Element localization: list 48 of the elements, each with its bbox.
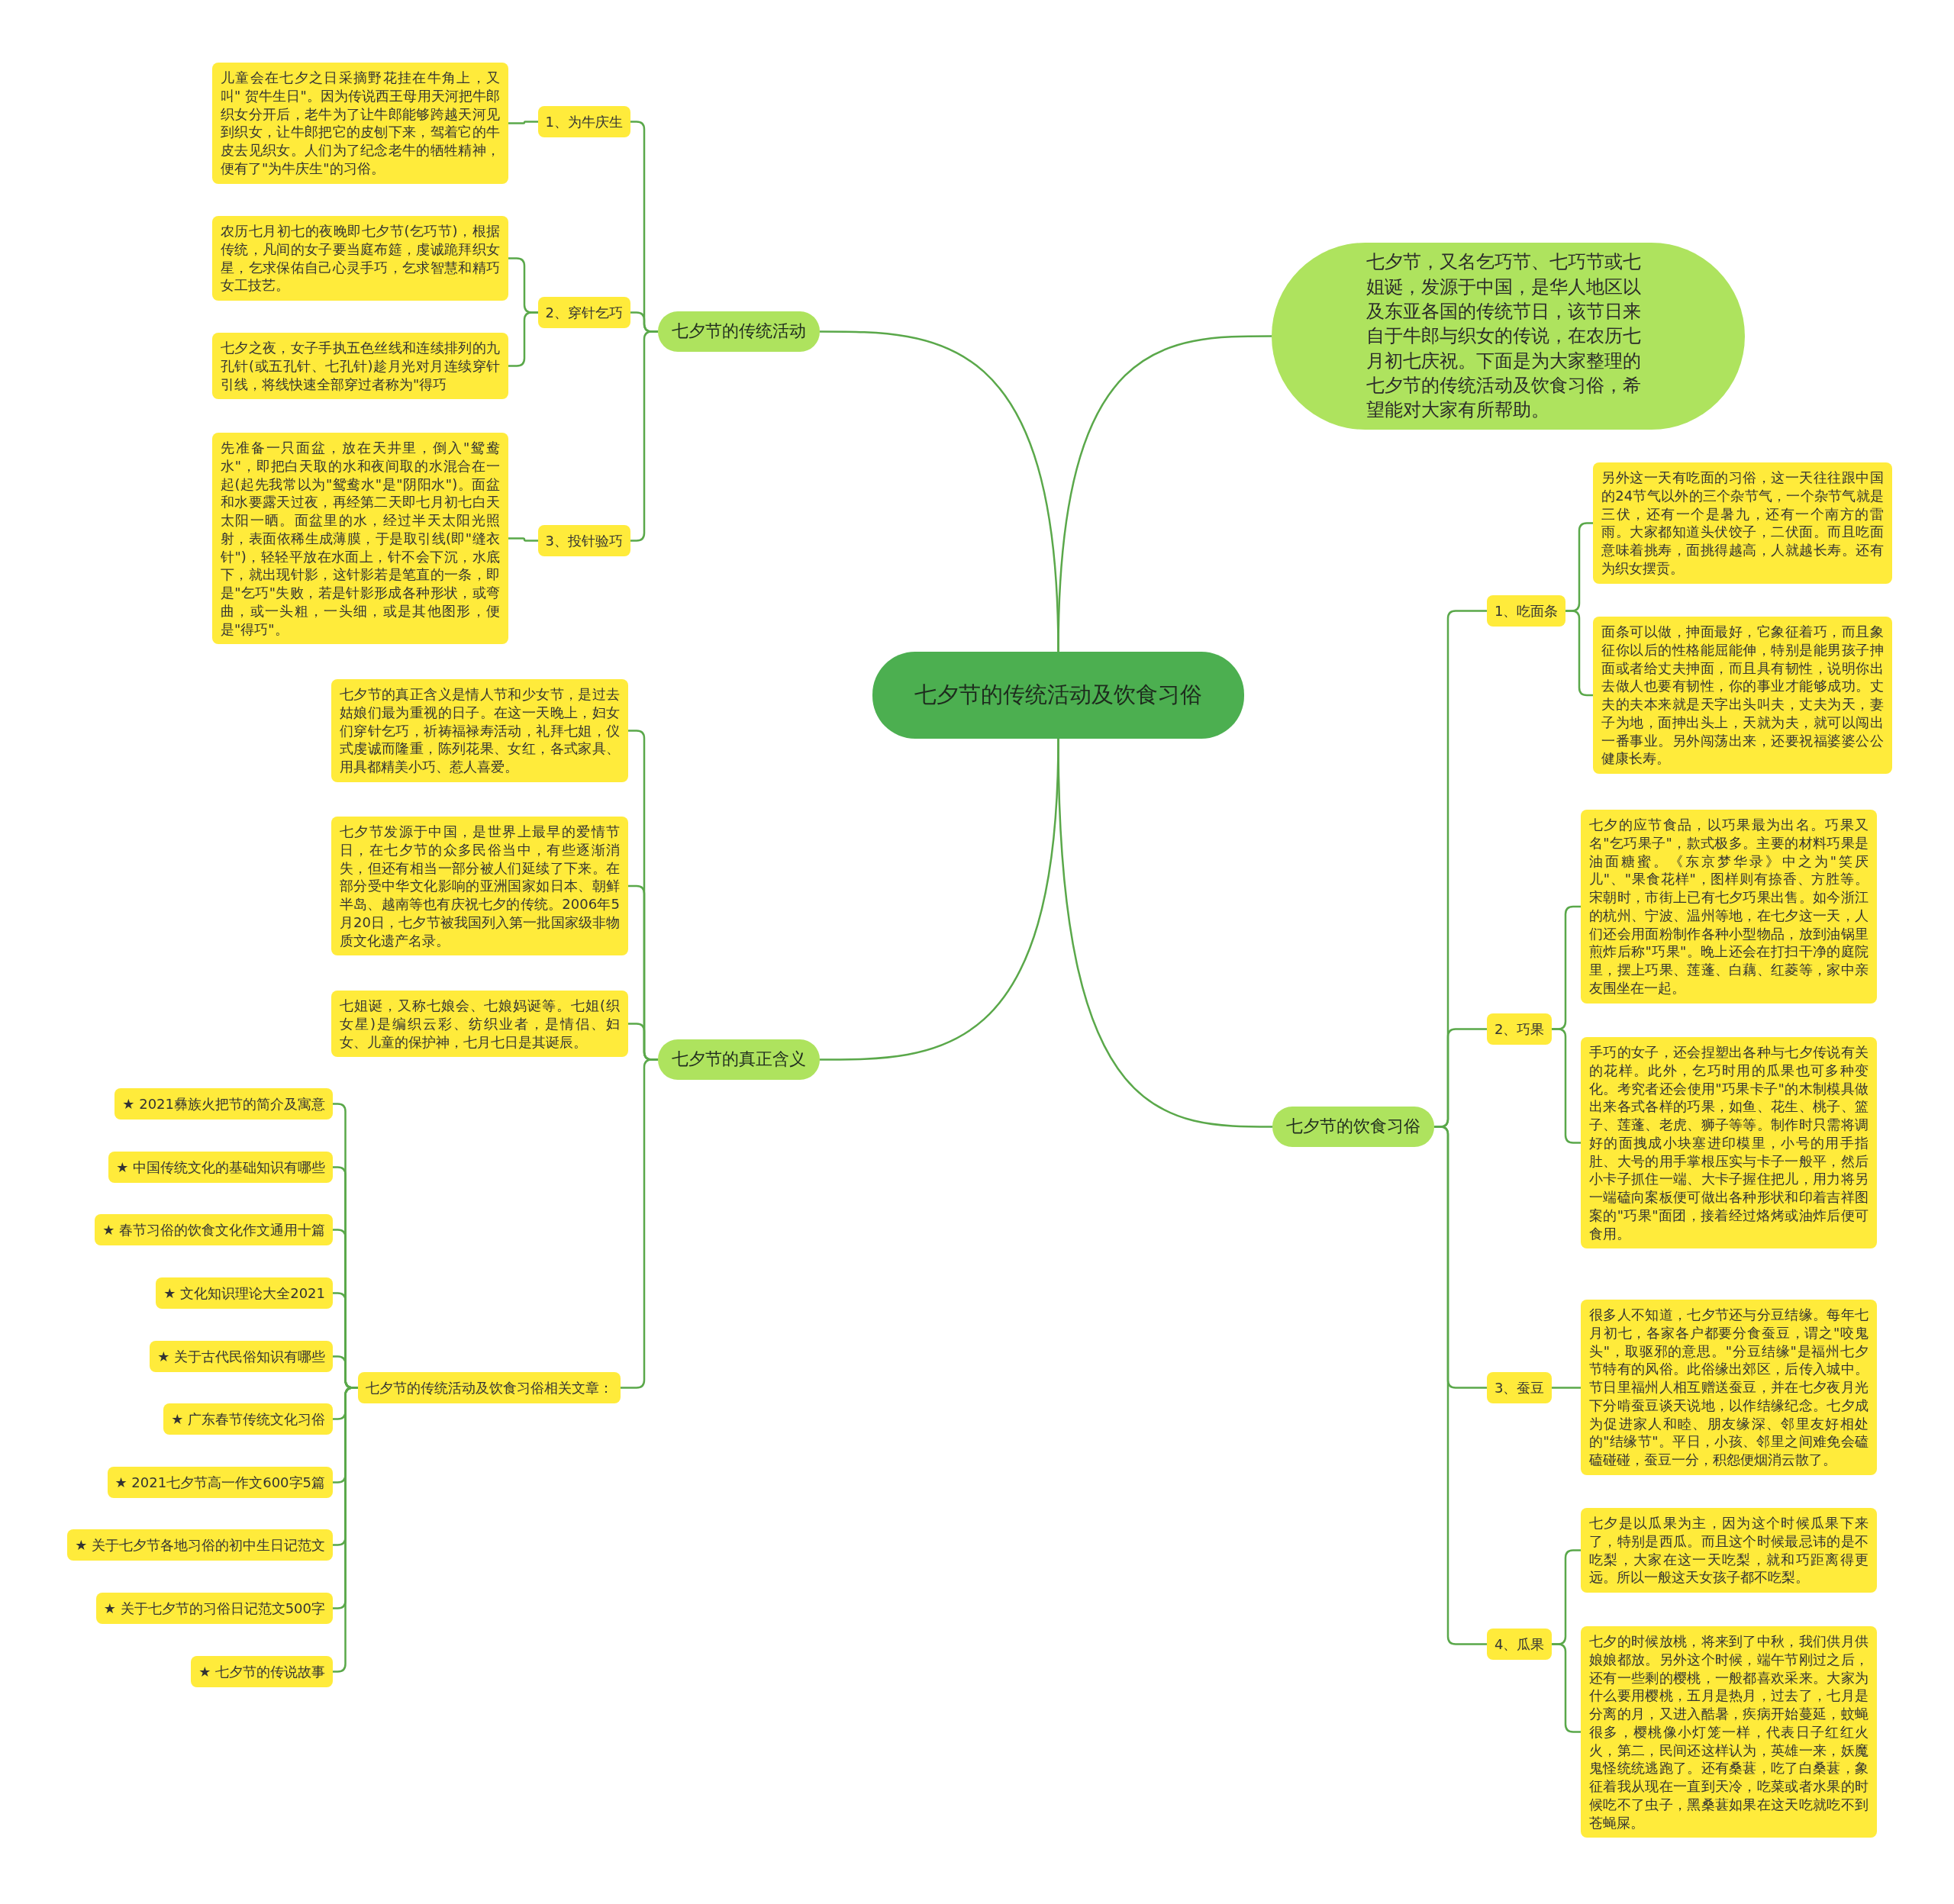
subtopic-label: ★ 文化知识理论大全2021 — [156, 1277, 333, 1310]
subtopic-label: ★ 关于古代民俗知识有哪些 — [150, 1341, 333, 1373]
subtopic-label: ★ 关于七夕节的习俗日记范文500字 — [95, 1593, 333, 1625]
connector-line — [1552, 1028, 1581, 1144]
text-card: 七夕节发源于中国，是世界上最早的爱情节日，在七夕节的众多民俗当中，有些逐渐消失，但还有相当一部分被人们延续了下来。在部分受中华文化影响的亚洲国家如日本、朝鲜半岛、越南等也有庆祝七夕的传统。2006年5月20日，七夕节被我国列入第一批国家级非物质文化遗产名录。 — [331, 817, 628, 956]
text-card: 儿童会在七夕之日采摘野花挂在牛角上，又叫" 贺牛生日"。因为传说西王母用天河把牛郎织女分开后，老牛为了让牛郎能够跨越天河见到织女，让牛郎把它的皮刨下来，驾着它的牛皮去见织女。人们为了纪念老牛的牺牲精神，便有了"为牛庆生"的习俗。 — [212, 63, 508, 184]
text-card: 七夕的时候放桃，将来到了中秋，我们供月供娘娘都放。另外这个时候，端午节刚过之后，还有一些剩的樱桃，一般都喜欢采来。大家为什么要用樱桃，五月是热月，过去了，七月是分离的月，又进入酷暑，疾病开始蔓延，蚊蝇很多，樱桃像小灯笼一样，代表日子红红火火，第二，民间还这样认为，英雄一来，妖魔鬼怪统统逃跑了。还有桑葚，吃了白桑葚，象征着我从现在一直到天冷，吃菜或者水果的时候吃不了虫子，黑桑葚如果在这天吃就吃不到苍蝇屎。 — [1581, 1626, 1877, 1838]
text-card: 很多人不知道，七夕节还与分豆结缘。每年七月初七，各家各户都要分食蚕豆，谓之"咬鬼头"，取驱邪的意思。"分豆结缘"是福州七夕节特有的风俗。此俗缘出郊区，后传入城中。节日里福州人相互赠送蚕豆，并在七夕夜月光下分啃蚕豆谈天说地，以作结缘纪念。七夕成为促进家人和睦、朋友缘深、邻里友好相处的"结缘节"。平日，小孩、邻里之间难免会磕磕碰碰，蚕豆一分，积怨便烟消云散了。 — [1581, 1300, 1877, 1475]
connector-line — [1565, 610, 1593, 697]
connector-line — [1552, 1643, 1581, 1733]
subtopic-label: ★ 2021彝族火把节的简介及寓意 — [114, 1088, 333, 1120]
subtopic-label: 2、巧果 — [1487, 1013, 1553, 1045]
connector-line — [508, 311, 538, 367]
text-card: 农历七月初七的夜晚即七夕节(乞巧节)，根据传统，凡间的女子要当庭布筵，虔诚跪拜织女星，乞求保佑自己心灵手巧，乞求智慧和精巧女工技艺。 — [212, 216, 508, 301]
intro-bubble: 七夕节，又名乞巧节、七巧节或七姐诞，发源于中国，是华人地区以及东亚各国的传统节日，该节日来自于牛郎与织女的传说，在农历七月初七庆祝。下面是为大家整理的七夕节的传统活动及饮食习俗，希望能对大家有所帮助。 — [1272, 243, 1745, 430]
connector-line — [820, 330, 1059, 652]
connector-line — [1552, 1387, 1581, 1389]
text-card: 七夕的应节食品，以巧果最为出名。巧果又名"乞巧果子"，款式极多。主要的材料巧果是油面糖蜜。《东京梦华录》中之为"笑厌儿"、"果食花样"，图样则有捺香、方胜等。宋朝时，市街上已有七夕巧果出售。如今浙江的杭州、宁波、温州等地，在七夕这一天，人们还会用面粉制作各种小型物品，放到油锅里煎炸后称"巧果"。晚上还会在打扫干净的庭院里，摆上巧果、莲蓬、白藕、红菱等，家中亲友围坐在一起。 — [1581, 810, 1877, 1004]
connector-line — [1057, 738, 1272, 1128]
subtopic-label: ★ 中国传统文化的基础知识有哪些 — [108, 1152, 333, 1184]
text-card: 另外这一天有吃面的习俗，这一天往往跟中国的24节气以外的三个杂节气，一个杂节气就是三伏，还有一个是暑九，还有一个南方的雷雨。大家都知道头伏饺子，二伏面。而且吃面意味着挑寿，面挑得越高，人就越长寿。还有为织女摆贡。 — [1593, 462, 1892, 584]
subtopic-label: 2、穿针乞巧 — [537, 297, 630, 329]
branch-topic: 七夕节的传统活动 — [658, 311, 820, 352]
text-card: 手巧的女子，还会捏塑出各种与七夕传说有关的花样。此外，乞巧时用的瓜果也可多种变化。考究者还会使用"巧果卡子"的木制模具做出来各式各样的巧果，如鱼、花生、桃子、篮子、莲蓬、老虎、狮子等等。制作时只需将调好的面拽成小块塞进印模里，小号的用手指肚、大号的用手掌根压实与卡子一般平，然后小卡子抓住一端、大卡子握住把儿，用力将另一端磕向案板便可做出各种形状和印着吉祥图案的"巧果"面团，接着经过烙烤或油炸后便可食用。 — [1581, 1037, 1877, 1249]
branch-topic: 七夕节的真正含义 — [658, 1039, 820, 1080]
connector-line — [630, 330, 658, 542]
connector-line — [621, 1058, 658, 1389]
connector-line — [508, 537, 538, 542]
subtopic-label: 3、投针验巧 — [537, 525, 630, 557]
text-card: 先准备一只面盆，放在天井里，倒入"鸳鸯水"，即把白天取的水和夜间取的水混合在一起(起先我常以为"鸳鸯水"是"阴阳水")。面盆和水要露天过夜，再经第二天即七月初七白天太阳一晒。面盆里的水，经过半天太阳光照射，表面依稀生成薄膜，于是取引线(即"缝衣针")，轻轻平放在水面上，针不会下沉，水底下，就出现针影，这针影若是笔直的一条，即是"乞巧"失败，若是针影形成各种形状，或弯曲，或一头粗，一头细，或是其他图形，便是"得巧"。 — [212, 433, 508, 645]
subtopic-label: 4、瓜果 — [1487, 1629, 1553, 1661]
subtopic-label: ★ 七夕节的传说故事 — [191, 1656, 333, 1688]
subtopic-label: 1、吃面条 — [1487, 595, 1566, 627]
subtopic-label: ★ 2021七夕节高一作文600字5篇 — [107, 1467, 333, 1499]
text-card: 七夕是以瓜果为主，因为这个时候瓜果下来了，特别是西瓜。而且这个时候最忌讳的是不吃梨，大家在这一天吃梨，就和巧距离得更远。所以一般这天女孩子都不吃梨。 — [1581, 1508, 1877, 1593]
text-card: 七夕之夜，女子手执五色丝线和连续排列的九孔针(或五孔针、七孔针)趁月光对月连续穿针引线，将线快速全部穿过者称为"得巧 — [212, 333, 508, 400]
branch-topic: 七夕节的饮食习俗 — [1272, 1107, 1434, 1147]
subtopic-label: 七夕节的传统活动及饮食习俗相关文章： — [358, 1372, 621, 1404]
subtopic-label: ★ 关于七夕节各地习俗的初中生日记范文 — [67, 1529, 333, 1561]
text-card: 七夕节的真正含义是情人节和少女节，是过去姑娘们最为重视的日子。在这一天晚上，妇女们穿针乞巧，祈祷福禄寿活动，礼拜七姐，仪式虔诚而隆重，陈列花果、女红，各式家具、用具都精美小巧、惹人喜爱。 — [331, 679, 628, 782]
subtopic-label: 1、为牛庆生 — [537, 106, 630, 138]
text-card: 七姐诞，又称七娘会、七娘妈诞等。七姐(织女星)是编织云彩、纺织业者，是情侣、妇女、儿童的保护神，七月七日是其诞辰。 — [331, 991, 628, 1058]
central-topic-node: 七夕节的传统活动及饮食习俗 — [872, 652, 1244, 739]
subtopic-label: ★ 广东春节传统文化习俗 — [163, 1403, 333, 1435]
connector-line — [508, 121, 538, 124]
text-card: 面条可以做，抻面最好，它象征着巧，而且象征你以后的性格能屈能伸，特别是能男孩子抻面或者给丈夫抻面，而且具有韧性，说明你出去做人也要有韧性，你的事业才能够成功。丈夫的夫本来就是天字出头叫夫，丈夫为天，妻子为地，面抻出头上，天就为夫，就可以闯出一番事业。另外闯荡出来，还要祝福婆婆公公健康长寿。 — [1593, 617, 1892, 774]
subtopic-label: 3、蚕豆 — [1487, 1372, 1553, 1404]
subtopic-label: ★ 春节习俗的饮食文化作文通用十篇 — [95, 1214, 333, 1246]
